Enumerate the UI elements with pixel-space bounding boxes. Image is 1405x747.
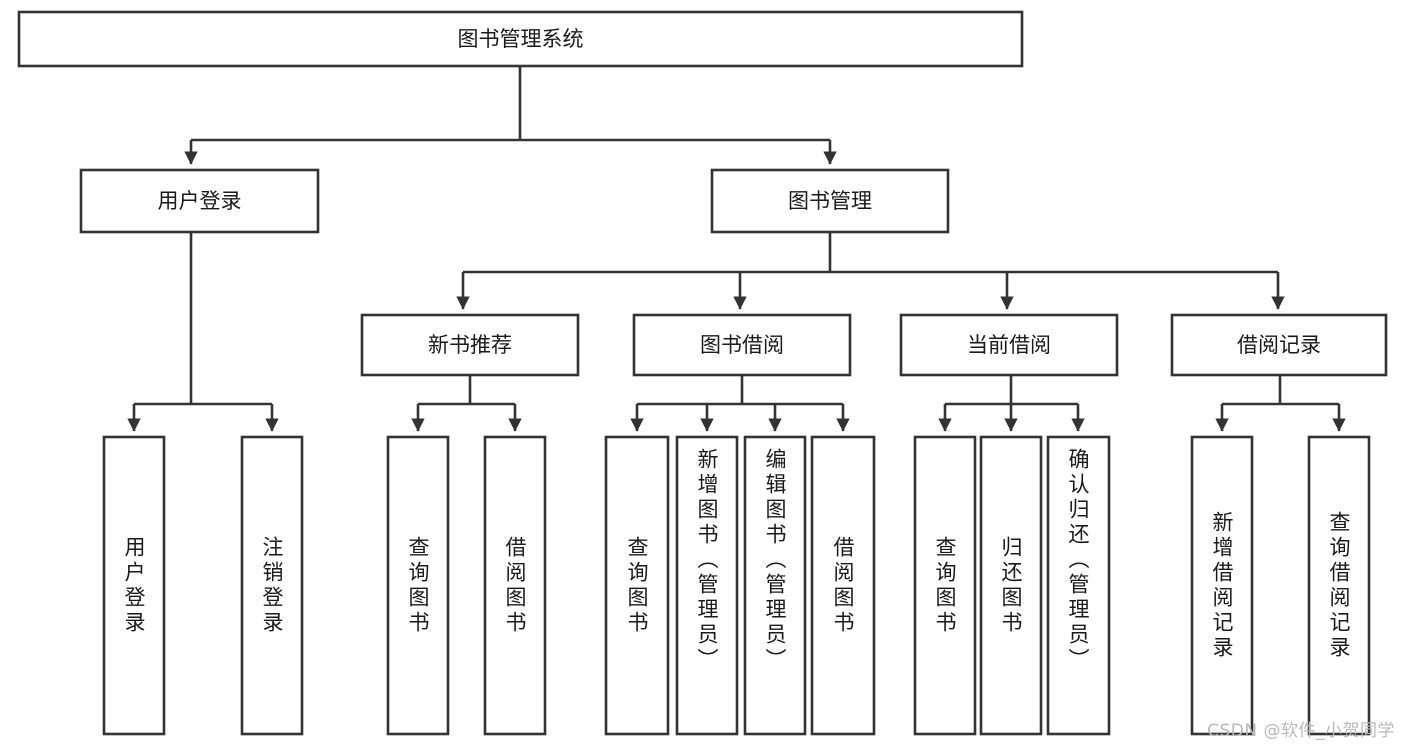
node-leaf-query-book-rec[interactable]: 查询图书	[386, 435, 450, 736]
node-new-book-recommend[interactable]: 新书推荐	[360, 313, 580, 377]
node-leaf-query-book-rec-label: 查询图书	[406, 536, 430, 636]
node-user-login-box[interactable]	[79, 168, 320, 234]
node-leaf-add-borrow-record-box[interactable]	[1190, 435, 1254, 736]
node-leaf-query-book-borrow[interactable]: 查询图书	[604, 435, 670, 736]
node-leaf-add-borrow-record[interactable]: 新增借阅记录	[1190, 435, 1254, 736]
node-leaf-user-logout-box[interactable]	[240, 435, 304, 736]
node-book-borrow-box[interactable]	[632, 313, 852, 377]
node-leaf-add-book-admin-box[interactable]	[675, 435, 739, 736]
node-leaf-borrow-book-rec-box[interactable]	[483, 435, 547, 736]
node-leaf-confirm-return-admin-box[interactable]	[1046, 435, 1111, 736]
node-leaf-edit-book-admin-label: 编辑图书（管理员）	[763, 448, 787, 673]
node-leaf-edit-book-admin[interactable]: 编辑图书（管理员）	[743, 435, 807, 736]
node-leaf-query-book-rec-box[interactable]	[386, 435, 450, 736]
node-leaf-add-book-admin-label: 新增图书（管理员）	[695, 448, 719, 673]
node-user-login[interactable]: 用户登录	[79, 168, 320, 234]
node-leaf-return-book-box[interactable]	[979, 435, 1043, 736]
node-leaf-user-login[interactable]: 用户登录	[102, 435, 166, 736]
node-leaf-user-logout-label: 注销登录	[260, 536, 284, 636]
node-leaf-confirm-return-admin[interactable]: 确认归还（管理员）	[1046, 435, 1111, 736]
node-new-book-recommend-box[interactable]	[360, 313, 580, 377]
node-leaf-query-book-cur[interactable]: 查询图书	[913, 435, 977, 736]
node-leaf-return-book-label: 归还图书	[999, 536, 1023, 636]
node-leaf-query-borrow-record-box[interactable]	[1307, 435, 1371, 736]
csdn-watermark: CSDN @软件_小贺同学	[1207, 721, 1395, 741]
node-user-login-label: 用户登录	[158, 189, 242, 213]
node-current-borrow-label: 当前借阅	[967, 333, 1051, 357]
node-book-manage[interactable]: 图书管理	[710, 168, 950, 234]
node-borrow-record-box[interactable]	[1170, 313, 1388, 377]
node-root-box[interactable]	[17, 10, 1024, 68]
node-leaf-confirm-return-admin-label: 确认归还（管理员）	[1066, 448, 1090, 673]
node-leaf-query-book-borrow-box[interactable]	[604, 435, 670, 736]
node-book-borrow-label: 图书借阅	[700, 333, 784, 357]
node-root[interactable]: 图书管理系统	[17, 10, 1024, 68]
node-leaf-borrow-book-rec-label: 借阅图书	[503, 536, 527, 636]
node-leaf-query-borrow-record[interactable]: 查询借阅记录	[1307, 435, 1371, 736]
node-leaf-user-login-label: 用户登录	[122, 536, 146, 636]
node-current-borrow-box[interactable]	[899, 313, 1119, 377]
node-new-book-recommend-label: 新书推荐	[428, 333, 512, 357]
node-book-manage-label: 图书管理	[788, 189, 872, 213]
node-leaf-query-book-cur-label: 查询图书	[933, 536, 957, 636]
node-leaf-add-book-admin[interactable]: 新增图书（管理员）	[675, 435, 739, 736]
node-root-label: 图书管理系统	[458, 27, 584, 51]
node-book-manage-box[interactable]	[710, 168, 950, 234]
node-leaf-return-book[interactable]: 归还图书	[979, 435, 1043, 736]
node-leaf-borrow-book-box[interactable]	[810, 435, 876, 736]
node-leaf-edit-book-admin-box[interactable]	[743, 435, 807, 736]
node-leaf-borrow-book-rec[interactable]: 借阅图书	[483, 435, 547, 736]
node-leaf-query-book-cur-box[interactable]	[913, 435, 977, 736]
node-leaf-user-login-box[interactable]	[102, 435, 166, 736]
diagram-nodes: 图书管理系统 用户登录 图书管理 新书推荐 图书借阅 当前	[17, 10, 1388, 736]
node-borrow-record[interactable]: 借阅记录	[1170, 313, 1388, 377]
node-book-borrow[interactable]: 图书借阅	[632, 313, 852, 377]
node-borrow-record-label: 借阅记录	[1237, 333, 1321, 357]
node-leaf-user-logout[interactable]: 注销登录	[240, 435, 304, 736]
node-leaf-borrow-book-label: 借阅图书	[831, 536, 855, 636]
connector-lines	[127, 66, 1346, 432]
node-leaf-query-borrow-record-label: 查询借阅记录	[1327, 511, 1351, 661]
node-leaf-query-book-borrow-label: 查询图书	[625, 536, 649, 636]
node-leaf-borrow-book[interactable]: 借阅图书	[810, 435, 876, 736]
node-current-borrow[interactable]: 当前借阅	[899, 313, 1119, 377]
node-leaf-add-borrow-record-label: 新增借阅记录	[1210, 511, 1234, 661]
